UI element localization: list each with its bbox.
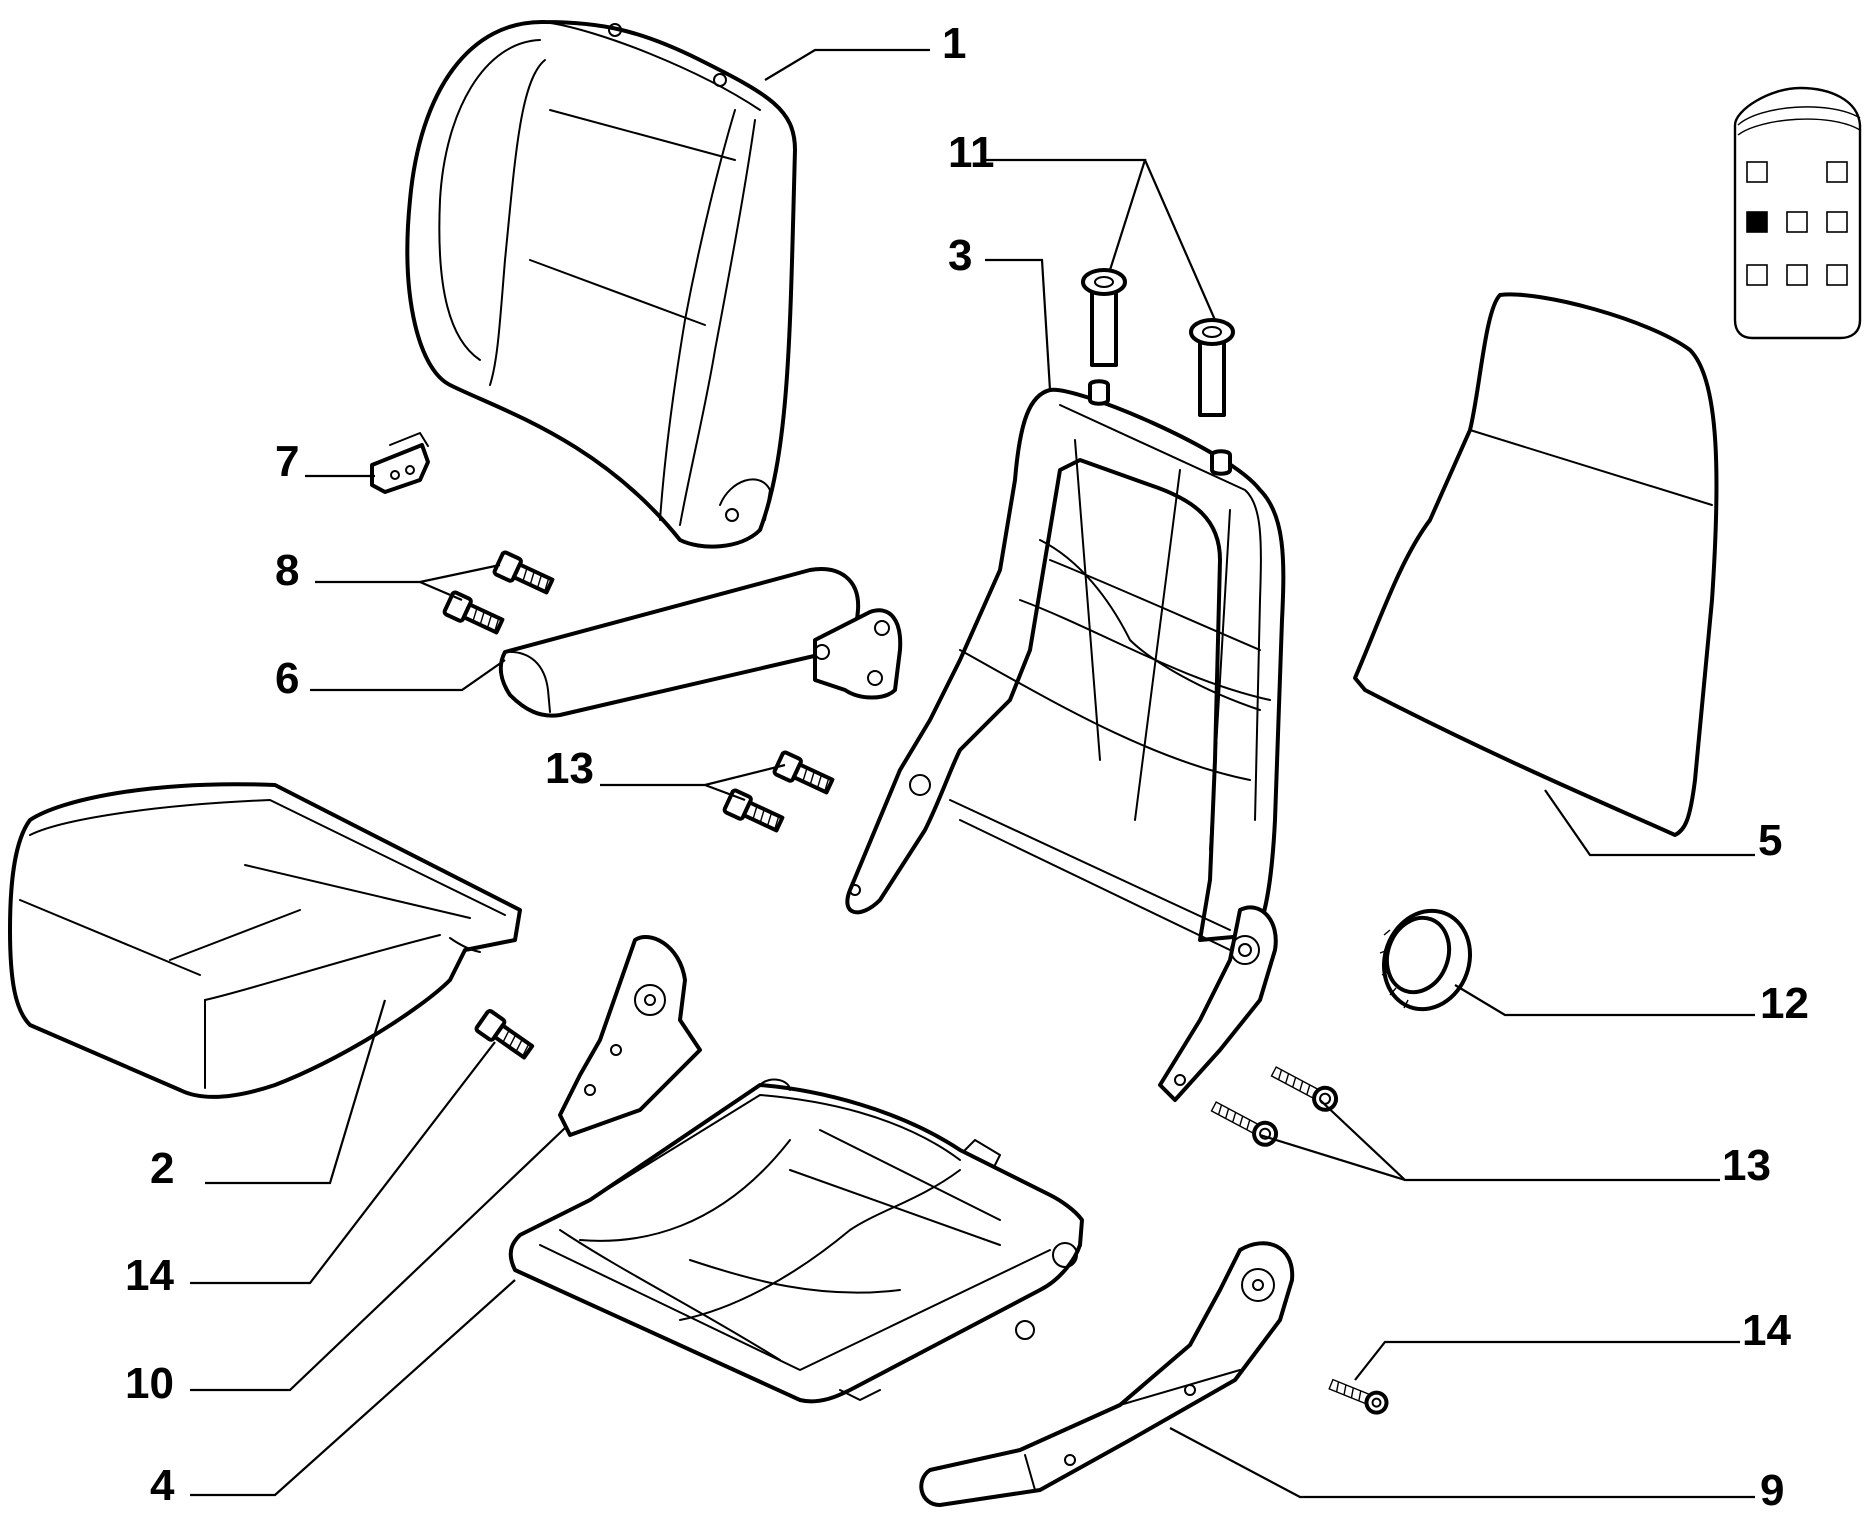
label-part-6: 6	[275, 654, 299, 703]
inset-cell-bottom-right	[1826, 264, 1848, 286]
label-part-12: 12	[1760, 979, 1809, 1028]
inset-cell-top-left	[1746, 161, 1768, 183]
label-part-3: 3	[948, 231, 972, 280]
part-13-screws-lower	[1210, 1066, 1339, 1147]
part-3-backrest-frame	[845, 379, 1286, 1102]
label-part-9: 9	[1760, 1466, 1784, 1513]
label-part-2: 2	[150, 1144, 174, 1193]
part-13-bolts-upper	[722, 750, 835, 833]
part-10-bracket	[558, 934, 702, 1137]
part-14-bolt-upper	[474, 1009, 535, 1060]
position-indicator-inset	[1733, 86, 1862, 340]
part-2-seat-cushion	[8, 782, 522, 1099]
label-part-10: 10	[125, 1359, 174, 1408]
part-12-knob	[1379, 908, 1473, 1012]
part-9-side-rail	[919, 1241, 1295, 1507]
leader-lines	[190, 48, 1755, 1499]
part-5-rear-panel	[1353, 292, 1719, 837]
label-part-7: 7	[275, 437, 299, 486]
label-part-8: 8	[275, 546, 299, 595]
label-part-4: 4	[150, 1461, 175, 1510]
inset-cell-bottom-center	[1786, 264, 1808, 286]
label-part-14-upper: 14	[125, 1251, 174, 1300]
inset-cell-middle-left-selected	[1746, 211, 1768, 233]
callout-labels: 1 11 3 7 8 6 13 5 12 2 13 14 10 14 4 9	[125, 19, 1809, 1513]
label-part-1: 1	[942, 19, 966, 68]
label-part-13-upper: 13	[545, 744, 594, 793]
inset-cell-bottom-left	[1746, 264, 1768, 286]
part-6-armrest	[498, 567, 903, 718]
inset-cell-top-right	[1826, 161, 1848, 183]
inset-cell-middle-right	[1826, 211, 1848, 233]
part-4-seat-frame	[508, 1078, 1084, 1404]
label-part-13-lower: 13	[1722, 1141, 1771, 1190]
part-11-pins	[1081, 268, 1235, 417]
part-14-screw-lower	[1328, 1378, 1389, 1415]
label-part-14-lower: 14	[1742, 1306, 1791, 1355]
part-8-bolts	[442, 550, 555, 635]
part-1-backrest-cushion	[405, 19, 797, 549]
label-part-5: 5	[1758, 816, 1782, 865]
label-part-11: 11	[948, 128, 995, 177]
inset-cell-middle-center	[1786, 211, 1808, 233]
part-7-clip	[370, 432, 430, 494]
